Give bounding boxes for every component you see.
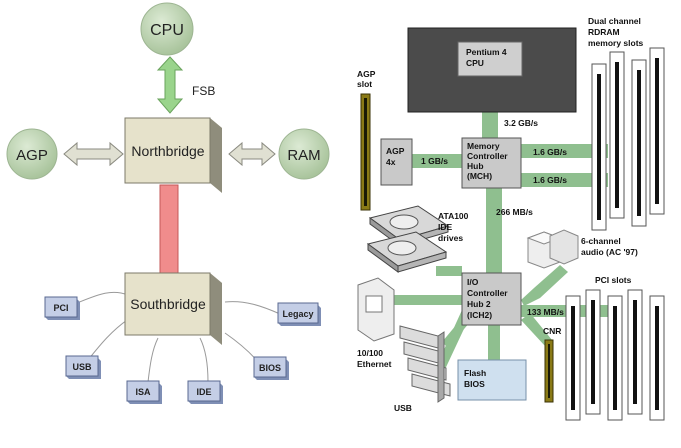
cpu-node: CPU (140, 2, 194, 56)
agp-node: AGP (6, 128, 58, 180)
svg-text:Controller: Controller (467, 288, 508, 298)
agp-speed: 1 GB/s (421, 156, 448, 166)
left-diagram: CPU FSB Northbridge AGP RAM (6, 2, 330, 404)
southbridge-box: Southbridge (124, 272, 222, 345)
southbridge-label: Southbridge (130, 296, 206, 312)
svg-text:RDRAM: RDRAM (588, 27, 620, 37)
right-diagram: Pentium 4 CPU 3.2 GB/s AGP slot AGP 4x 1… (357, 16, 665, 421)
p4-label-2: CPU (466, 58, 484, 68)
mem-speed-2: 1.6 GB/s (533, 175, 567, 185)
hub-speed: 266 MB/s (496, 207, 533, 217)
ide-chip: IDE (187, 380, 223, 404)
pci-speed: 133 MB/s (527, 307, 564, 317)
ide-label: IDE (196, 387, 211, 397)
svg-text:memory slots: memory slots (588, 38, 644, 48)
audio-speakers (526, 229, 579, 269)
pci-label: PCI (53, 303, 68, 313)
svg-text:(MCH): (MCH) (467, 171, 492, 181)
agp4x-chip: AGP 4x (380, 138, 413, 186)
cpu-label: CPU (150, 22, 184, 39)
svg-text:I/O: I/O (467, 277, 479, 287)
agp-arrow (63, 141, 124, 167)
svg-text:Flash: Flash (464, 368, 486, 378)
svg-text:ATA100: ATA100 (438, 211, 469, 221)
agp-slot-label-1: AGP (357, 69, 376, 79)
usb-ports (399, 325, 451, 403)
svg-text:Memory: Memory (467, 141, 500, 151)
legacy-chip: Legacy (277, 302, 321, 326)
fsb-label: FSB (192, 84, 215, 98)
svg-text:audio (AC '97): audio (AC '97) (581, 247, 638, 257)
usb-label-right: USB (394, 403, 412, 413)
svg-text:(ICH2): (ICH2) (467, 310, 492, 320)
svg-text:4x: 4x (386, 157, 396, 167)
mch-chip: Memory Controller Hub (MCH) (461, 137, 522, 189)
svg-text:AGP: AGP (386, 146, 405, 156)
svg-text:Ethernet: Ethernet (357, 359, 392, 369)
rdram-slots (591, 47, 665, 231)
northbridge-box: Northbridge (124, 117, 222, 193)
svg-text:BIOS: BIOS (464, 379, 485, 389)
ata-drives (366, 205, 450, 273)
ram-arrow (228, 141, 276, 167)
pci-chip: PCI (44, 296, 80, 320)
svg-text:6-channel: 6-channel (581, 236, 621, 246)
agp-slot-label-2: slot (357, 79, 372, 89)
fsb-speed: 3.2 GB/s (504, 118, 538, 128)
isa-label: ISA (135, 387, 151, 397)
fsb-arrow (156, 56, 184, 114)
svg-text:Dual channel: Dual channel (588, 16, 641, 26)
agp-label: AGP (16, 147, 48, 164)
svg-text:Hub 2: Hub 2 (467, 299, 491, 309)
legacy-label: Legacy (282, 309, 313, 319)
p4-cpu: Pentium 4 CPU (407, 27, 577, 113)
bios-label: BIOS (259, 363, 281, 373)
northbridge-label: Northbridge (131, 143, 204, 159)
nb-sb-link (159, 184, 179, 278)
svg-text:Controller: Controller (467, 151, 508, 161)
mem-speed-1: 1.6 GB/s (533, 147, 567, 157)
svg-text:drives: drives (438, 233, 463, 243)
svg-text:10/100: 10/100 (357, 348, 383, 358)
bios-chip: BIOS (253, 356, 289, 380)
ich2-chip: I/O Controller Hub 2 (ICH2) (461, 272, 522, 326)
flash-bios: Flash BIOS (457, 359, 527, 401)
ram-node: RAM (278, 128, 330, 180)
ram-label: RAM (287, 147, 320, 164)
pci-slots-label: PCI slots (595, 275, 632, 285)
usb-label: USB (72, 362, 92, 372)
cnr-label: CNR (543, 326, 561, 336)
p4-label-1: Pentium 4 (466, 47, 507, 57)
svg-text:Hub: Hub (467, 161, 484, 171)
svg-text:IDE: IDE (438, 222, 453, 232)
usb-chip: USB (65, 355, 101, 379)
isa-chip: ISA (126, 380, 162, 404)
ethernet-jack (357, 277, 395, 342)
